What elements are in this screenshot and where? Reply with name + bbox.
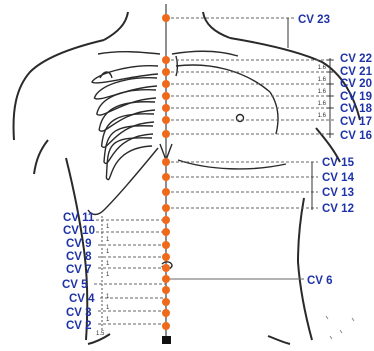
acupoint-dot xyxy=(162,253,170,261)
label-cv11: CV 11 xyxy=(63,212,95,224)
acupoint-dot xyxy=(162,158,170,166)
neck-left-outline xyxy=(104,12,128,40)
acupoint-dot xyxy=(162,104,170,112)
chest-measure-label: 1.6 xyxy=(318,77,327,83)
acupoint-dot xyxy=(162,116,170,124)
chest-measure-label: 1.6 xyxy=(318,113,327,119)
acupoint-dot xyxy=(162,309,170,317)
pubic-symphysis-marker xyxy=(162,336,171,344)
subcostal-outline xyxy=(178,160,286,169)
acupoint-dot xyxy=(162,216,170,224)
pectoral-outline xyxy=(176,65,270,92)
rib-line xyxy=(106,138,152,180)
acupoint-dot xyxy=(162,68,170,76)
ribcage xyxy=(88,51,354,339)
label-cv23: CV 23 xyxy=(298,14,330,26)
chest-measure-label: 1.6 xyxy=(318,89,327,95)
abdomen-measure-label: 1 xyxy=(106,224,110,230)
torso-outline xyxy=(14,12,360,344)
acupoint-dot xyxy=(162,228,170,236)
pectoral-outline xyxy=(270,92,278,134)
label-cv8: CV 8 xyxy=(66,251,92,263)
acupoint-dot xyxy=(162,322,170,330)
pubic-line-right xyxy=(268,336,290,344)
abdomen-measure-label: 1 xyxy=(106,305,110,311)
label-cv19: CV 19 xyxy=(340,91,372,103)
clavicle-line xyxy=(98,52,160,54)
acupoint-dot xyxy=(162,188,170,196)
acupoint-dot xyxy=(162,298,170,306)
label-cv18: CV 18 xyxy=(340,103,373,115)
acupoint-dot xyxy=(162,92,170,100)
abdomen-measure-label: 1 xyxy=(106,237,110,243)
label-cv12: CV 12 xyxy=(322,203,354,215)
acupoint-dot xyxy=(162,264,170,272)
clavicle-line xyxy=(172,51,238,56)
texture-tick xyxy=(352,318,354,321)
abdomen-measure-label: 1 xyxy=(106,261,110,267)
label-cv16: CV 16 xyxy=(340,130,372,142)
label-cv9: CV 9 xyxy=(66,238,92,250)
label-cv17: CV 17 xyxy=(340,116,372,128)
chest-measure-label: 1.6 xyxy=(318,101,327,107)
chest-measure-label: 1.6 xyxy=(318,65,327,71)
label-cv6: CV 6 xyxy=(307,275,333,287)
abdomen-measure-label: 1 xyxy=(106,317,110,323)
label-cv2: CV 2 xyxy=(66,320,92,332)
label-cv13: CV 13 xyxy=(322,187,354,199)
abdomen-measure-label: 1 xyxy=(106,272,110,278)
acupoint-dot xyxy=(162,80,170,88)
right-waist-outline xyxy=(298,198,312,340)
rib-line xyxy=(104,126,153,164)
label-cv21: CV 21 xyxy=(340,66,373,78)
acupoint-dot xyxy=(162,286,170,294)
label-cv7: CV 7 xyxy=(66,264,92,276)
texture-tick xyxy=(326,316,328,319)
label-cv22: CV 22 xyxy=(340,53,372,65)
label-cv4: CV 4 xyxy=(69,293,95,305)
rib-line xyxy=(94,78,157,99)
acupoint-dot xyxy=(162,14,170,22)
label-cv15: CV 15 xyxy=(322,157,355,169)
acupoint-dot xyxy=(162,173,170,181)
label-cv5: CV 5 xyxy=(62,279,88,291)
label-cv3: CV 3 xyxy=(66,307,92,319)
abdomen-measure-label: 1 xyxy=(106,294,110,300)
acupoint-dot xyxy=(162,130,170,138)
texture-tick xyxy=(340,330,342,333)
label-cv10: CV 10 xyxy=(63,225,95,237)
costal-margin xyxy=(88,148,158,215)
acupoint-dot xyxy=(162,275,170,283)
acupoint-dot xyxy=(162,56,170,64)
left-label-column: CV 11 CV 10 CV 9 CV 8 CV 7 CV 5 CV 4 CV … xyxy=(62,212,95,332)
acupoint-dot xyxy=(162,241,170,249)
left-shoulder-outline xyxy=(14,40,104,140)
label-cv20: CV 20 xyxy=(340,78,372,90)
left-arm-outline xyxy=(34,140,48,174)
rib-line xyxy=(102,114,154,148)
texture-tick xyxy=(330,336,332,339)
acupoint-dot xyxy=(162,204,170,212)
label-cv14: CV 14 xyxy=(322,172,355,184)
neck-right-outline xyxy=(203,12,230,38)
pubic-measure-label: 1.5 xyxy=(96,331,105,337)
abdomen-measure-label: 1 xyxy=(106,249,110,255)
right-label-column: CV 23 CV 22 CV 21 CV 20 CV 19 CV 18 CV 1… xyxy=(298,14,373,287)
